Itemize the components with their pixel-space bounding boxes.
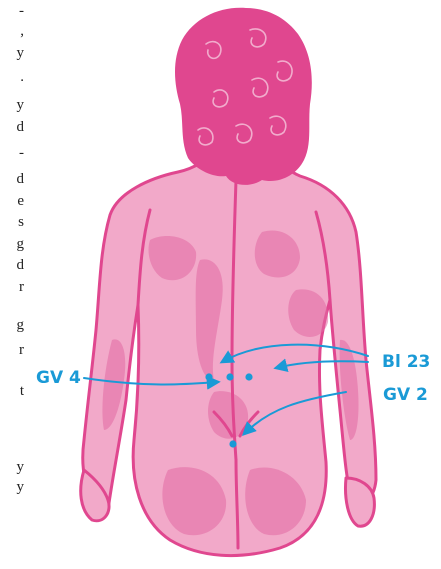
bl23-point-right xyxy=(245,373,252,380)
gv2-label: GV 2 xyxy=(383,385,428,405)
gv4-arrow xyxy=(84,378,218,385)
gv2-point xyxy=(229,440,236,447)
bl23-point-left xyxy=(205,373,212,380)
gv2-arrow xyxy=(244,392,346,434)
bl23-arrow-right xyxy=(276,361,368,368)
bl23-label: Bl 23 xyxy=(382,352,430,372)
gv4-label: GV 4 xyxy=(36,368,81,388)
bl23-arrow-left xyxy=(222,345,368,362)
gv4-point xyxy=(226,373,233,380)
